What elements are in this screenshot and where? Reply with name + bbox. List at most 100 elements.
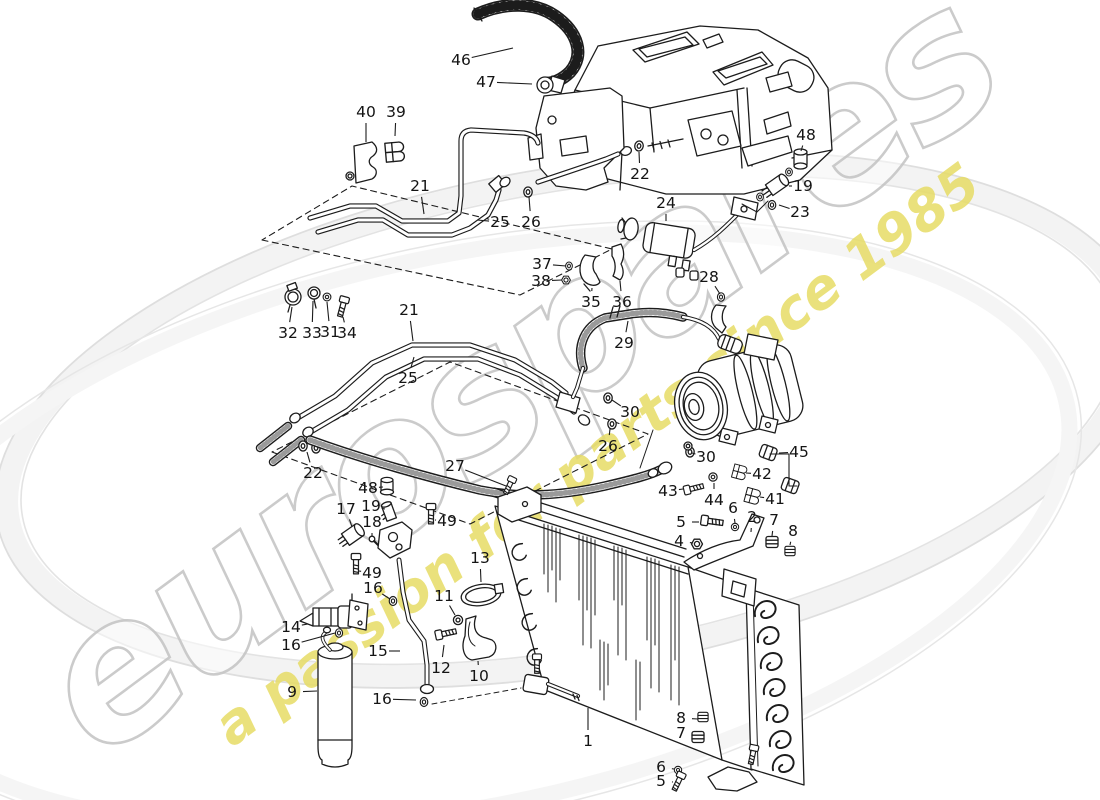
callout-label-11: 11 — [434, 587, 454, 605]
callout-label-30: 30 — [696, 448, 716, 466]
mount-hardware — [682, 443, 800, 506]
bracket-35 — [579, 254, 601, 292]
callout-label-15: 15 — [368, 642, 388, 660]
bolt-12 — [433, 625, 458, 641]
callout-label-26: 26 — [521, 213, 541, 231]
callout-leader — [714, 285, 721, 295]
callout-leader — [496, 81, 533, 85]
callout-label-21: 21 — [410, 177, 430, 195]
callout-label-14: 14 — [281, 618, 301, 636]
pipe-15 — [396, 557, 435, 708]
callout-label-49: 49 — [362, 564, 382, 582]
callout-leader — [421, 196, 425, 215]
clamp-33 — [307, 286, 321, 309]
callout-label-39: 39 — [386, 103, 406, 121]
callout-leader — [394, 122, 397, 137]
callout-leader — [289, 306, 293, 323]
dashed-plane-lower — [271, 361, 649, 525]
callout-leader — [465, 469, 507, 487]
callout-label-7: 7 — [676, 724, 686, 742]
callout-label-8: 8 — [788, 522, 798, 540]
callout-label-7: 7 — [769, 511, 779, 529]
callout-leader — [441, 644, 445, 658]
callout-label-36: 36 — [612, 293, 632, 311]
callout-leader — [611, 399, 622, 407]
callout-leader — [476, 219, 490, 222]
callout-leader — [301, 623, 309, 626]
callout-label-33: 33 — [302, 324, 322, 342]
callout-label-35: 35 — [581, 293, 601, 311]
ring-37 — [565, 261, 573, 271]
callout-label-18: 18 — [362, 513, 382, 531]
heater-hose-46 — [471, 0, 585, 90]
callout-label-44: 44 — [704, 491, 724, 509]
condenser-1 — [431, 474, 805, 792]
callout-label-42: 42 — [752, 465, 772, 483]
callout-leader — [625, 320, 629, 333]
callout-leader — [449, 605, 456, 616]
callout-label-24: 24 — [656, 194, 676, 212]
callout-label-1: 1 — [583, 732, 593, 750]
callout-label-27: 27 — [445, 457, 465, 475]
callout-leader — [771, 530, 774, 537]
callout-label-45: 45 — [789, 443, 809, 461]
callout-label-10: 10 — [469, 667, 489, 685]
callout-label-43: 43 — [658, 482, 678, 500]
callout-leader — [410, 356, 415, 368]
callout-label-19: 19 — [793, 177, 813, 195]
callout-label-31: 31 — [320, 323, 340, 341]
callout-leader — [471, 47, 514, 59]
callout-label-25: 25 — [398, 369, 418, 387]
callout-leader — [479, 568, 482, 583]
fitting-cluster-drier — [337, 476, 437, 607]
callout-leader — [552, 264, 567, 267]
callout-leader — [306, 451, 311, 463]
callout-label-49: 49 — [437, 512, 457, 530]
callout-label-32: 32 — [278, 324, 298, 342]
callout-leader — [608, 428, 611, 436]
clamp-13 — [460, 582, 505, 607]
callout-label-21: 21 — [399, 301, 419, 319]
compressor — [673, 333, 804, 451]
callout-label-9: 9 — [287, 683, 297, 701]
valve-14 — [299, 593, 369, 631]
callout-label-29: 29 — [614, 334, 634, 352]
callout-label-48: 48 — [358, 479, 378, 497]
callout-leader — [789, 541, 792, 546]
callout-label-22: 22 — [303, 464, 323, 482]
callout-leader — [619, 280, 622, 292]
callout-label-8: 8 — [676, 709, 686, 727]
callout-label-37: 37 — [532, 255, 552, 273]
washer-31 — [322, 292, 332, 302]
callout-label-6: 6 — [728, 499, 738, 517]
callout-label-19: 19 — [361, 497, 381, 515]
leader-accents — [639, 203, 758, 469]
hose-29 — [570, 305, 722, 400]
bolt-34 — [334, 294, 351, 319]
muffler-pipe-24 — [617, 196, 769, 281]
callout-label-26: 26 — [598, 437, 618, 455]
callout-leader — [800, 145, 804, 152]
callout-leader — [342, 316, 345, 323]
clip-28 — [710, 292, 743, 354]
bracket-2-hardware — [669, 513, 796, 793]
callout-leader — [302, 690, 318, 693]
callout-label-46: 46 — [451, 51, 471, 69]
callout-label-48: 48 — [796, 126, 816, 144]
callout-leader — [733, 518, 736, 524]
callout-label-38: 38 — [531, 272, 551, 290]
callout-label-6: 6 — [656, 758, 666, 776]
callout-leader — [392, 698, 417, 701]
callout-leader — [311, 300, 314, 323]
callout-label-41: 41 — [765, 490, 785, 508]
callout-label-5: 5 — [676, 513, 686, 531]
washer-11 — [452, 614, 464, 626]
callout-label-22: 22 — [630, 165, 650, 183]
callout-leader — [528, 196, 531, 212]
callout-leader — [638, 151, 641, 164]
callout-label-40: 40 — [356, 103, 376, 121]
callout-label-13: 13 — [470, 549, 490, 567]
clamp-32 — [284, 281, 302, 313]
